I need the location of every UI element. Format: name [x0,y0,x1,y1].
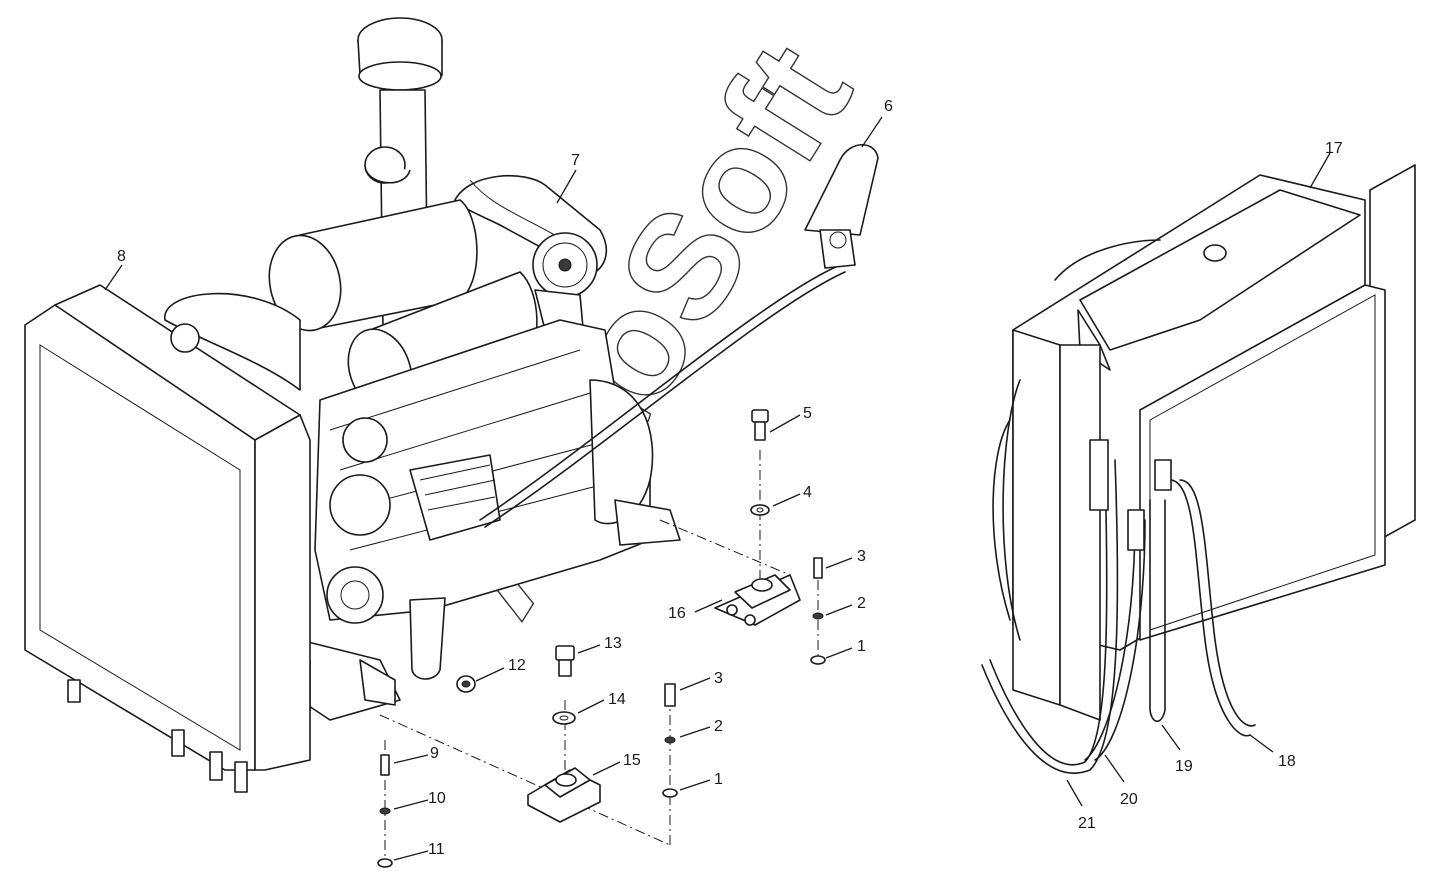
callout-6: 6 [884,98,893,115]
callout-1-lower: 1 [714,771,723,788]
washer-11 [377,858,393,868]
callout-20: 20 [1120,791,1138,808]
engine-assembly [24,17,879,793]
callout-1-upper: 1 [857,638,866,655]
callout-3-upper: 3 [857,548,866,565]
washer-4 [750,504,770,516]
callout-2-upper: 2 [857,595,866,612]
washer-1-upper [810,655,826,665]
callout-19: 19 [1175,758,1193,775]
callout-labels: 6 7 8 17 5 4 3 2 1 16 13 12 14 3 2 15 1 … [117,98,1343,858]
screw-3-upper [813,557,823,579]
engine-block [279,319,681,721]
callout-5: 5 [803,405,812,422]
lockwasher-2-upper [812,612,824,620]
mount-16 [714,574,801,626]
callout-9: 9 [430,745,439,762]
callout-4: 4 [803,484,812,501]
screw-3-lower [664,683,676,707]
callout-16: 16 [668,605,686,622]
hoses [981,439,1256,774]
mount-15 [527,767,601,823]
screw-9 [380,754,390,776]
callout-18: 18 [1278,753,1296,770]
lockwasher-2-lower [664,736,676,744]
callout-8: 8 [117,248,126,265]
washer-1-lower [662,788,678,798]
callout-13: 13 [604,635,622,652]
callout-7: 7 [571,152,580,169]
callout-21: 21 [1078,815,1096,832]
dipstick-tube [479,264,846,528]
callout-2-lower: 2 [714,718,723,735]
callout-15: 15 [623,752,641,769]
bolt-5 [751,409,769,441]
radiator [24,284,311,793]
callout-10: 10 [428,790,446,807]
restriction-indicator [804,144,879,269]
callout-14: 14 [608,691,626,708]
callout-12: 12 [508,657,526,674]
plug-12 [456,675,476,693]
callout-3-lower: 3 [714,670,723,687]
callout-11: 11 [428,841,445,858]
lockwasher-10 [379,807,391,815]
cooler-assembly [981,164,1416,774]
bolt-13 [555,645,575,677]
callout-17: 17 [1325,140,1343,157]
washer-14 [552,711,576,725]
leader-lines [104,116,1331,861]
mounting-hardware [377,409,826,868]
